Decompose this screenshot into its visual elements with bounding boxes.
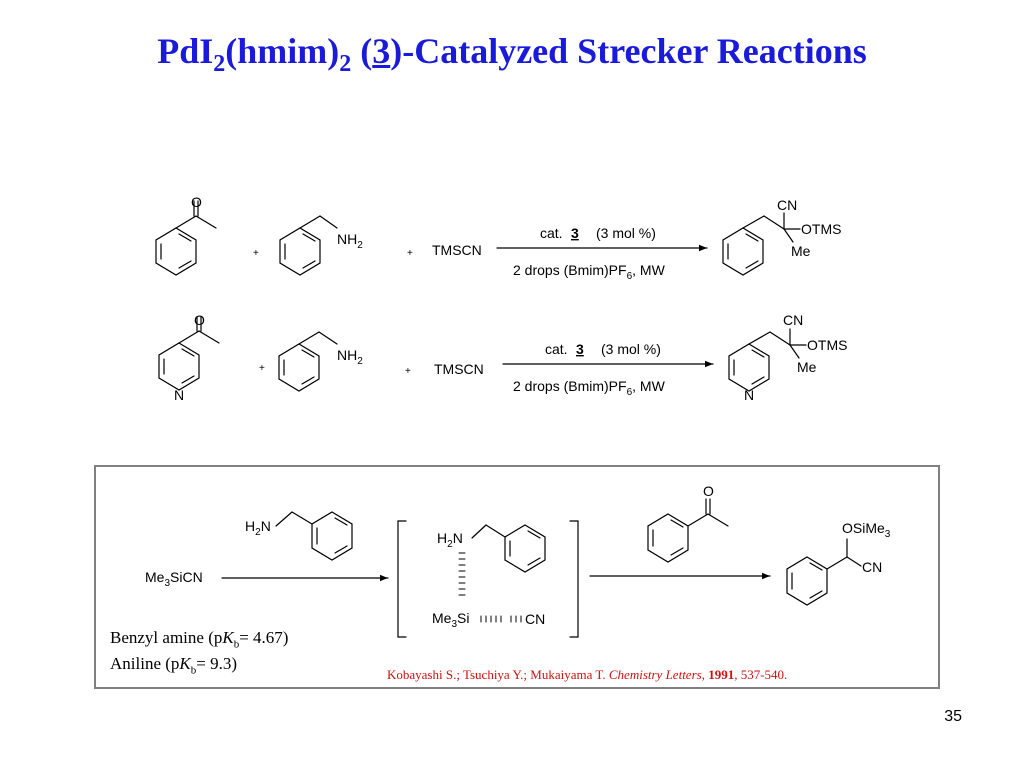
r2-carbonyl-o: O xyxy=(194,312,205,328)
bracket-right xyxy=(569,520,579,638)
r1-reagent: TMSCN xyxy=(432,242,482,258)
r1-product-otms: OTMS xyxy=(801,221,841,237)
r2-product-cn: CN xyxy=(783,312,803,328)
acetophenone-structure xyxy=(155,200,217,276)
page-number: 35 xyxy=(944,708,962,725)
mech-ketone-o: O xyxy=(703,483,714,499)
mechanism-product-structure xyxy=(786,538,862,606)
r2-ring-n: N xyxy=(174,387,184,403)
r2-reagent: TMSCN xyxy=(434,361,484,377)
r1-product-cn: CN xyxy=(777,197,797,213)
page-title: PdI2(hmim)2 (3)-Catalyzed Strecker React… xyxy=(157,31,867,78)
r2-conditions: 2 drops (Bmim)PF6, MW xyxy=(513,378,666,398)
acetylpyridine-structure xyxy=(158,316,220,391)
r1-carbonyl-o: O xyxy=(191,194,202,210)
r1-catalyst-number: 3 xyxy=(571,225,579,241)
r1-plus-1: + xyxy=(253,248,259,259)
mechanism-box xyxy=(94,465,940,689)
r1-catalyst-loading: (3 mol %) xyxy=(596,225,656,241)
r1-plus-2: + xyxy=(407,248,413,259)
r1-conditions: 2 drops (Bmim)PF6, MW xyxy=(513,262,666,282)
r1-product-me: Me xyxy=(791,243,811,259)
mechanism-amine-structure xyxy=(275,511,353,561)
literature-reference: Kobayashi S.; Tsuchiya Y.; Mukaiyama T. … xyxy=(387,667,788,682)
mech-complex-amine: H2N xyxy=(437,530,463,550)
complex-structure xyxy=(458,524,546,623)
r2-catalyst-label: cat. xyxy=(545,341,568,357)
mech-complex-silicon: Me3Si xyxy=(432,610,469,630)
aniline-pkb-note: Aniline (pKb= 9.3) xyxy=(110,654,237,677)
r2-catalyst-loading: (3 mol %) xyxy=(601,341,661,357)
r2-plus-2: + xyxy=(405,366,411,377)
product-1-structure xyxy=(722,212,801,276)
r2-catalyst-number: 3 xyxy=(576,341,584,357)
r2-plus-1: + xyxy=(259,363,265,374)
r2-amine-label: NH2 xyxy=(337,347,363,367)
r1-amine-label: NH2 xyxy=(337,231,363,251)
mech-reagent-label: Me3SiCN xyxy=(145,569,203,589)
r2-product-n: N xyxy=(744,387,754,403)
benzylamine-pkb-note: Benzyl amine (pKb= 4.67) xyxy=(110,628,289,651)
r1-catalyst-label: cat. xyxy=(540,225,563,241)
bracket-left xyxy=(397,520,407,638)
benzylamine-structure-2 xyxy=(278,331,338,392)
mech-complex-cn: CN xyxy=(525,611,545,627)
r2-product-me: Me xyxy=(797,359,817,375)
mechanism-ketone-structure xyxy=(647,498,729,563)
mech-product-cn: CN xyxy=(862,559,882,575)
mech-product-osime3: OSiMe3 xyxy=(842,520,891,540)
r2-product-otms: OTMS xyxy=(807,337,847,353)
mech-amine-label: H2N xyxy=(245,518,271,538)
product-2-structure xyxy=(728,328,807,392)
benzylamine-structure xyxy=(279,215,338,276)
